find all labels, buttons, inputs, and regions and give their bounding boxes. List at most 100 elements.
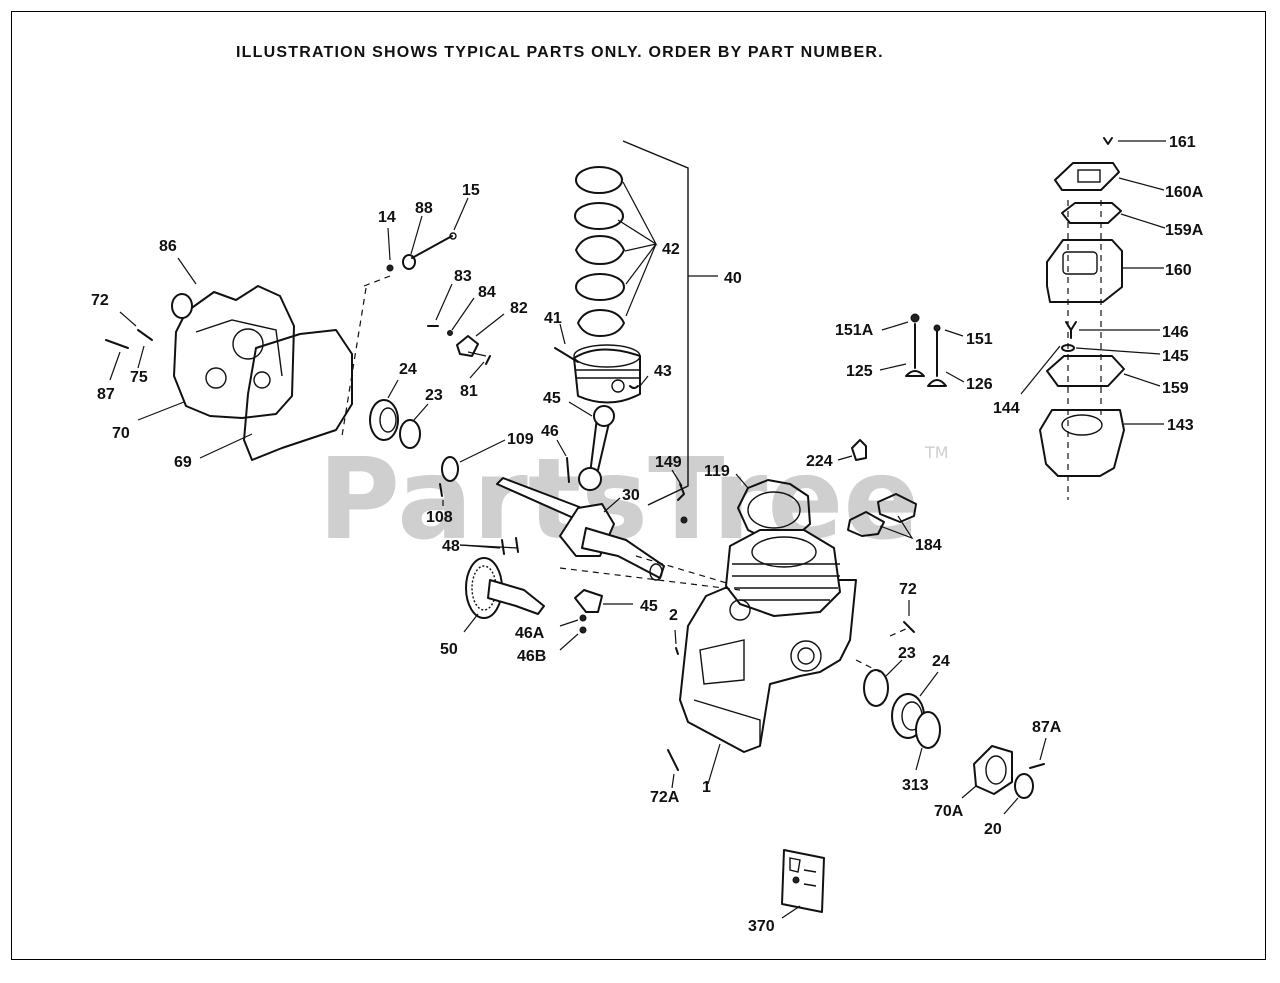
part-87a-plug[interactable] [1029, 763, 1045, 769]
callout-370: 370 [748, 918, 775, 935]
part-24-seal-left[interactable] [369, 399, 399, 441]
camshaft-gear [459, 537, 545, 633]
part-20-seal[interactable] [1014, 773, 1034, 799]
callout-40: 40 [724, 270, 742, 287]
part-45-rod-cap[interactable] [574, 589, 603, 613]
part-43-clip[interactable] [629, 385, 639, 389]
piston-ring-set [574, 140, 718, 506]
part-46a-washer[interactable] [579, 614, 587, 622]
callout-160: 160 [1165, 262, 1192, 279]
part-42-ring-1[interactable] [575, 166, 623, 194]
callout-149: 149 [655, 454, 682, 471]
callout-70a: 70A [934, 803, 964, 820]
part-46-bolt[interactable] [566, 457, 570, 483]
callout-82: 82 [510, 300, 528, 317]
callout-1: 1 [702, 779, 711, 796]
part-72a-fitting[interactable] [667, 749, 679, 771]
part-23-bearing-right[interactable] [863, 669, 889, 707]
valves [879, 313, 965, 387]
top-screws [341, 197, 469, 437]
part-42-ring-3[interactable] [575, 235, 625, 265]
callout-14: 14 [378, 209, 396, 226]
callout-224: 224 [806, 453, 833, 470]
callout-125: 125 [846, 363, 873, 380]
piston [554, 323, 649, 404]
part-184-plate-2[interactable] [847, 511, 885, 537]
callout-70: 70 [112, 425, 130, 442]
callout-labels: 161 160A 159A 160 146 145 159 144 143 15… [91, 134, 1204, 935]
part-125-valve[interactable] [905, 323, 925, 377]
callout-160a: 160A [1165, 184, 1204, 201]
callout-46: 46 [541, 423, 559, 440]
part-14-screw[interactable] [386, 264, 394, 272]
part-72-fitting[interactable] [137, 329, 153, 341]
part-69-gasket[interactable] [243, 329, 353, 461]
callout-23-left: 23 [425, 387, 443, 404]
callout-45-top: 45 [543, 390, 561, 407]
callout-15: 15 [462, 182, 480, 199]
connecting-rod [556, 401, 615, 491]
part-42-ring-4[interactable] [575, 273, 625, 301]
part-15-bolt[interactable] [411, 235, 453, 259]
callout-45-bottom: 45 [640, 598, 658, 615]
part-72-fitting-right[interactable] [903, 621, 915, 633]
crankcase-cover [105, 257, 353, 461]
callout-41: 41 [544, 310, 562, 327]
part-160-valve-cover[interactable] [1046, 239, 1123, 303]
part-149-screw[interactable] [677, 483, 685, 501]
part-41-piston[interactable] [573, 348, 641, 404]
part-2-pin[interactable] [675, 647, 679, 655]
callout-50: 50 [440, 641, 458, 658]
callout-84: 84 [478, 284, 496, 301]
callout-86: 86 [159, 238, 177, 255]
callout-119: 119 [704, 463, 730, 480]
part-87-drain-plug[interactable] [105, 339, 129, 349]
part-109-bearing[interactable] [441, 456, 459, 482]
callout-30: 30 [622, 487, 640, 504]
part-42-ring-2[interactable] [574, 202, 624, 230]
part-126-valve[interactable] [927, 329, 947, 387]
part-184-plate-1[interactable] [877, 493, 917, 523]
part-370-decal[interactable] [781, 849, 825, 913]
part-161-screw[interactable] [1103, 137, 1113, 145]
cylinder-block [559, 529, 857, 789]
trademark-mark: TM [924, 443, 949, 462]
callout-81: 81 [460, 383, 478, 400]
crankshaft [496, 477, 665, 581]
part-70-crankcase-cover[interactable] [173, 285, 295, 419]
callout-151a: 151A [835, 322, 874, 339]
callout-151: 151 [966, 331, 993, 348]
callout-72a: 72A [650, 789, 680, 806]
part-41-pin[interactable] [554, 347, 579, 363]
callout-46a: 46A [515, 625, 545, 642]
bearing-housing [961, 737, 1047, 815]
diagram-border [11, 11, 1266, 960]
valve-cover-assembly [1020, 137, 1166, 500]
part-313-ring[interactable] [915, 711, 941, 749]
part-143-rocker-housing[interactable] [1039, 409, 1125, 477]
part-23-bearing-left[interactable] [399, 419, 421, 449]
part-81-shaft[interactable] [485, 355, 491, 365]
part-84-washer[interactable] [447, 330, 453, 336]
callout-146: 146 [1162, 324, 1189, 341]
part-82-governor-gear[interactable] [456, 335, 479, 357]
part-42-ring-5[interactable] [577, 309, 625, 337]
part-224-breather[interactable] [851, 439, 867, 461]
callout-159a: 159A [1165, 222, 1204, 239]
callout-23-right: 23 [898, 645, 916, 662]
part-159a-gasket[interactable] [1061, 202, 1122, 224]
part-159-gasket[interactable] [1046, 355, 1125, 387]
callout-75: 75 [130, 369, 148, 386]
part-46b-nut[interactable] [579, 626, 587, 634]
part-86-seal[interactable] [171, 293, 193, 319]
callout-184: 184 [915, 537, 942, 554]
callout-42: 42 [662, 241, 680, 258]
callout-161: 161 [1169, 134, 1196, 151]
callout-20: 20 [984, 821, 1002, 838]
callout-88: 88 [415, 200, 433, 217]
callout-83: 83 [454, 268, 472, 285]
part-160a-cover-plate[interactable] [1054, 162, 1120, 191]
part-108-pin[interactable] [439, 483, 443, 497]
callout-24-right: 24 [932, 653, 950, 670]
